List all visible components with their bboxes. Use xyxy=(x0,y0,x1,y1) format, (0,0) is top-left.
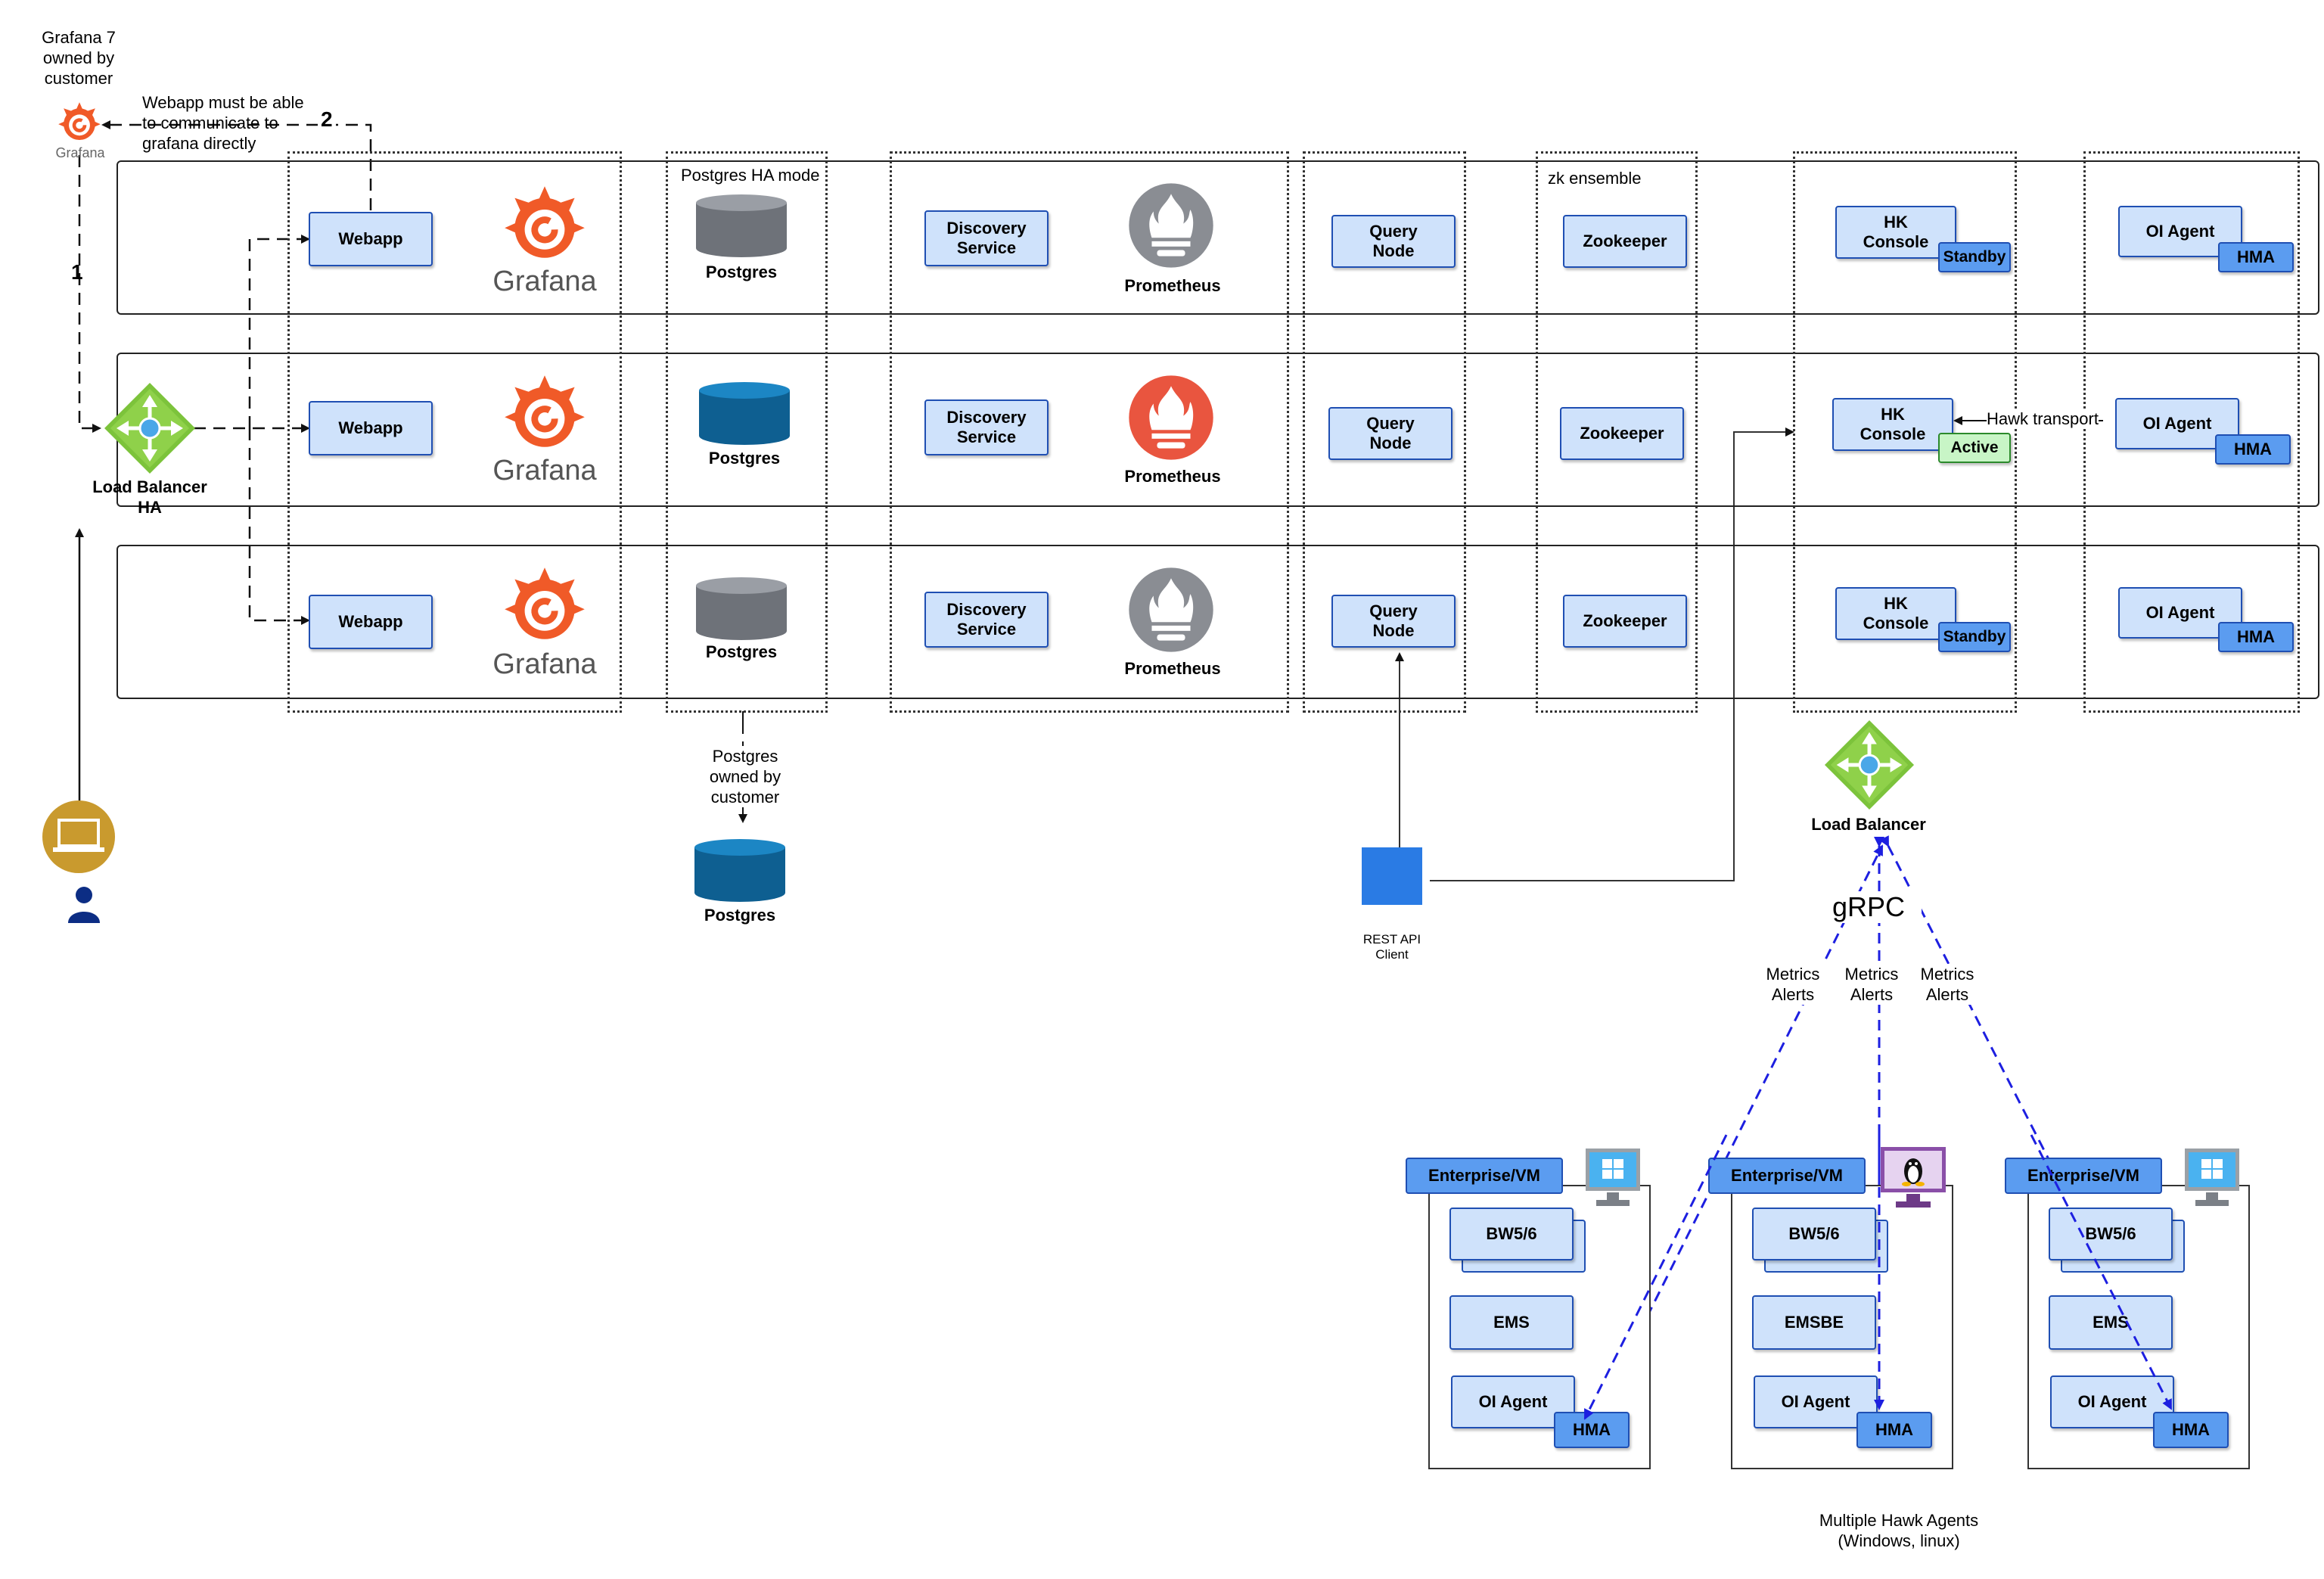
windows-monitor-icon xyxy=(2183,1147,2241,1208)
query-node[interactable]: Query Node xyxy=(1331,595,1456,648)
webapp-node[interactable]: Webapp xyxy=(309,212,433,266)
grafana-wordmark: Grafana xyxy=(492,648,597,680)
load-balancer-ha-label: Load Balancer HA xyxy=(92,477,207,517)
prometheus-label: Prometheus xyxy=(1124,276,1221,295)
load-balancer-label: Load Balancer xyxy=(1811,815,1926,834)
hma-node[interactable]: HMA xyxy=(1554,1412,1630,1448)
customer-postgres-caption: Postgres owned by customer xyxy=(681,746,809,807)
lb-to-webapp-3 xyxy=(248,428,310,625)
postgres-label: Postgres xyxy=(708,449,781,468)
postgres-cluster xyxy=(666,151,828,713)
windows-monitor-icon xyxy=(1584,1147,1642,1208)
grafana-wordmark: Grafana xyxy=(492,266,597,297)
footer-note: Multiple Hawk Agents (Windows, linux) xyxy=(1819,1511,1979,1550)
postgres-db-icon xyxy=(694,577,788,642)
grafana-logo-icon xyxy=(499,374,590,457)
zk-ensemble-note: zk ensemble xyxy=(1548,169,1642,188)
hma-node[interactable]: HMA xyxy=(2218,622,2294,652)
zookeeper-cluster xyxy=(1536,151,1698,713)
grafana-wordmark: Grafana xyxy=(492,455,597,486)
hk-console-node[interactable]: HK Console xyxy=(1832,398,1953,451)
customer-postgres-label: Postgres xyxy=(704,906,776,925)
hma-node[interactable]: HMA xyxy=(2153,1412,2229,1448)
ems-node[interactable]: EMS xyxy=(2049,1295,2173,1350)
user-icon xyxy=(67,885,101,923)
hk-console-node[interactable]: HK Console xyxy=(1835,206,1956,259)
webapp-note: Webapp must be able to communicate to gr… xyxy=(142,93,304,153)
hk-state-badge: Standby xyxy=(1938,242,2011,272)
oi-agent-cluster xyxy=(2083,151,2300,713)
step-2-line xyxy=(101,120,372,210)
bw-node[interactable]: BW5/6 xyxy=(2049,1208,2173,1260)
customer-grafana-caption: Grafana 7 owned by customer xyxy=(42,28,116,88)
oi-agent-node[interactable]: OI Agent xyxy=(2118,206,2242,257)
step-2-label: 2 xyxy=(318,109,336,130)
query-node-cluster xyxy=(1303,151,1466,713)
zookeeper-node[interactable]: Zookeeper xyxy=(1563,595,1687,648)
vm-header: Enterprise/VM xyxy=(1708,1158,1866,1194)
postgres-db-icon xyxy=(694,194,788,259)
rest-api-client-icon[interactable] xyxy=(1362,847,1422,905)
vm-header: Enterprise/VM xyxy=(1406,1158,1563,1194)
grafana-logo-icon xyxy=(499,185,590,268)
step-1-label: 1 xyxy=(71,260,83,284)
discovery-service-node[interactable]: Discovery Service xyxy=(924,399,1049,455)
hk-console-cluster xyxy=(1793,151,2017,713)
flow-label-2: Metrics Alerts xyxy=(1834,964,1909,1005)
flow-label-1: Metrics Alerts xyxy=(1755,964,1831,1005)
grpc-label: gRPC xyxy=(1816,891,1922,923)
prometheus-icon xyxy=(1127,182,1215,269)
vm-header: Enterprise/VM xyxy=(2005,1158,2162,1194)
row-frame-3 xyxy=(117,545,2319,699)
prometheus-icon xyxy=(1127,374,1215,462)
webapp-node[interactable]: Webapp xyxy=(309,595,433,649)
ems-node[interactable]: EMSBE xyxy=(1752,1295,1876,1350)
postgres-db-icon xyxy=(698,381,791,446)
postgres-label: Postgres xyxy=(705,642,778,661)
prometheus-icon xyxy=(1127,566,1215,654)
webapp-node[interactable]: Webapp xyxy=(309,401,433,455)
customer-grafana-logo-text: Grafana xyxy=(55,145,105,160)
load-balancer-ha-icon xyxy=(103,381,197,475)
row-frame-1 xyxy=(117,160,2319,315)
hma-node[interactable]: HMA xyxy=(2215,434,2291,465)
load-balancer-icon xyxy=(1823,719,1915,811)
hawk-transport-label: Hawk transport xyxy=(1987,409,2099,429)
postgres-db-icon xyxy=(693,838,787,903)
postgres-ha-note: Postgres HA mode xyxy=(681,166,820,185)
discovery-prometheus-cluster xyxy=(890,151,1289,713)
grafana-logo-icon xyxy=(499,566,590,649)
prometheus-label: Prometheus xyxy=(1124,659,1221,678)
hk-state-badge: Active xyxy=(1938,433,2011,463)
hk-state-badge: Standby xyxy=(1938,622,2011,652)
ems-node[interactable]: EMS xyxy=(1449,1295,1574,1350)
grafana-icon xyxy=(57,101,101,145)
flow-label-3: Metrics Alerts xyxy=(1909,964,1985,1005)
query-node[interactable]: Query Node xyxy=(1331,215,1456,268)
zookeeper-node[interactable]: Zookeeper xyxy=(1563,215,1687,268)
discovery-service-node[interactable]: Discovery Service xyxy=(924,592,1049,648)
hma-node[interactable]: HMA xyxy=(1856,1412,1932,1448)
query-node[interactable]: Query Node xyxy=(1328,407,1452,460)
rest-api-client-label: REST API Client xyxy=(1362,932,1421,962)
zookeeper-node[interactable]: Zookeeper xyxy=(1560,407,1684,460)
bw-node[interactable]: BW5/6 xyxy=(1752,1208,1876,1260)
hma-node[interactable]: HMA xyxy=(2218,242,2294,272)
bw-node[interactable]: BW5/6 xyxy=(1449,1208,1574,1260)
postgres-label: Postgres xyxy=(705,263,778,281)
prometheus-label: Prometheus xyxy=(1124,467,1221,486)
hk-console-node[interactable]: HK Console xyxy=(1835,587,1956,640)
discovery-service-node[interactable]: Discovery Service xyxy=(924,210,1049,266)
step-1-line xyxy=(78,155,101,433)
linux-monitor-icon xyxy=(1879,1145,1947,1209)
webapp-grafana-cluster xyxy=(287,151,622,713)
laptop-icon[interactable] xyxy=(41,799,117,875)
